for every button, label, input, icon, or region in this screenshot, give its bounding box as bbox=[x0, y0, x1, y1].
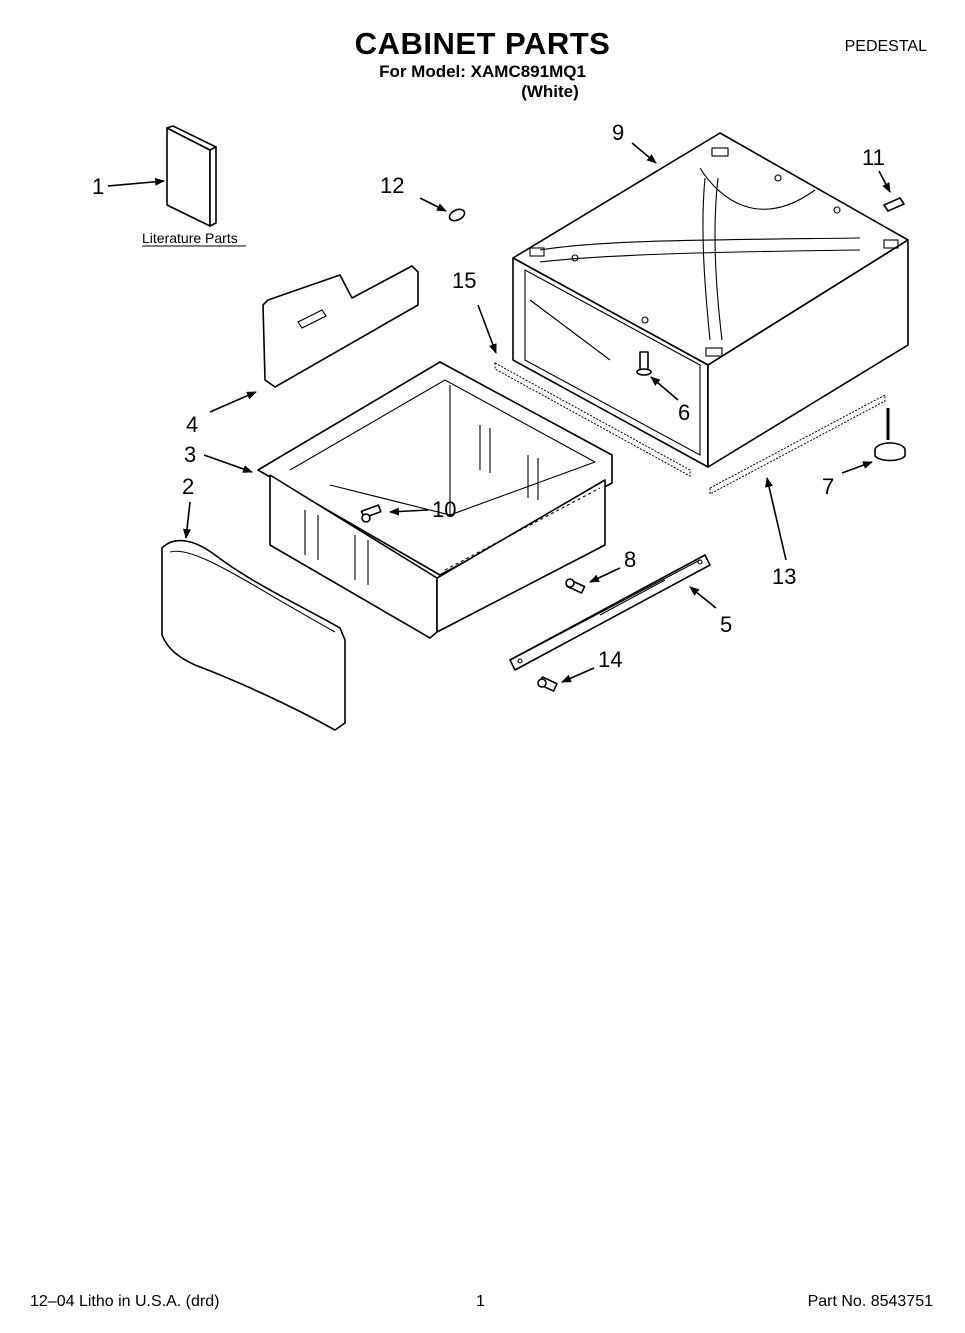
callout-3: 3 bbox=[184, 442, 196, 467]
model-line: For Model: XAMC891MQ1 bbox=[379, 62, 586, 81]
part-3-drawer-bin bbox=[257, 361, 613, 639]
callout-4: 4 bbox=[186, 412, 198, 437]
literature-booklet bbox=[166, 125, 217, 227]
part-15-trim-strip bbox=[494, 362, 691, 477]
literature-parts-label: Literature Parts bbox=[142, 230, 238, 246]
part-12-cap bbox=[448, 208, 466, 222]
callout-2: 2 bbox=[182, 474, 194, 499]
part-2-drawer-front bbox=[161, 539, 346, 731]
color-variant: (White) bbox=[521, 82, 579, 101]
callout-12: 12 bbox=[380, 173, 404, 198]
part-6-screw bbox=[636, 351, 652, 376]
callout-7: 7 bbox=[822, 474, 834, 499]
callout-6: 6 bbox=[678, 400, 690, 425]
callout-8: 8 bbox=[624, 547, 636, 572]
part-number: Part No. 8543751 bbox=[807, 1293, 933, 1310]
callout-9: 9 bbox=[612, 120, 624, 145]
part-8-screw bbox=[565, 578, 586, 594]
footer-print-info: 12–04 Litho in U.S.A. (drd) bbox=[30, 1293, 220, 1310]
part-11-pad bbox=[883, 197, 905, 212]
page-number: 1 bbox=[476, 1293, 485, 1310]
callout-leaders bbox=[107, 142, 891, 683]
part-5-drawer-slide bbox=[509, 554, 711, 671]
callout-15: 15 bbox=[452, 268, 476, 293]
part-14-screw bbox=[537, 676, 558, 692]
callout-5: 5 bbox=[720, 612, 732, 637]
part-9-pedestal-cabinet bbox=[512, 132, 909, 468]
category-label: PEDESTAL bbox=[844, 38, 927, 55]
part-10-screw bbox=[360, 504, 382, 523]
callout-11: 11 bbox=[862, 145, 885, 170]
callout-10: 10 bbox=[432, 497, 456, 522]
part-4-divider bbox=[262, 265, 419, 388]
part-7-leveling-leg bbox=[874, 408, 906, 462]
part-13-trim-strip bbox=[709, 394, 886, 495]
callout-13: 13 bbox=[772, 564, 796, 589]
page-title: CABINET PARTS bbox=[354, 26, 611, 61]
callout-1: 1 bbox=[92, 174, 104, 199]
callout-14: 14 bbox=[598, 647, 622, 672]
